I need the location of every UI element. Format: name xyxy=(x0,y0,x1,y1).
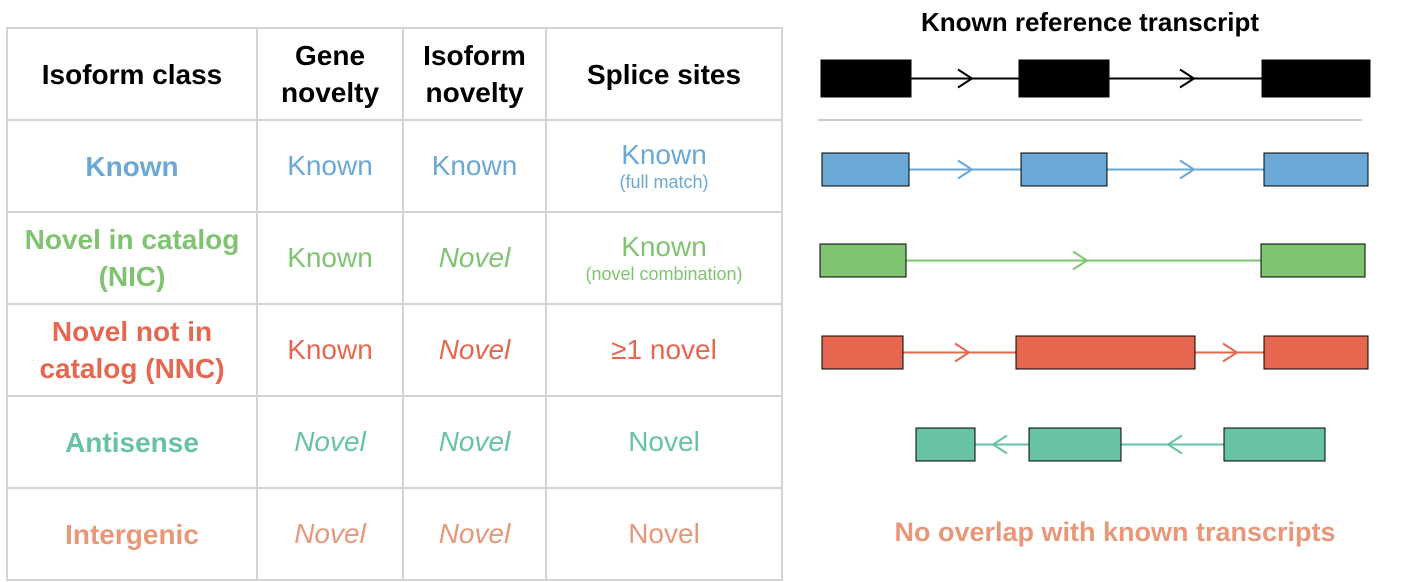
cell-gene-novelty: Novel xyxy=(256,395,404,489)
cell-isoform-novelty-text: Known xyxy=(431,150,518,181)
cell-isoform-class-text: Novel not in catalog (NNC) xyxy=(39,316,225,384)
exon-block xyxy=(1263,152,1369,187)
header-isoform-class: Isoform class xyxy=(6,27,258,121)
strand-arrow xyxy=(957,159,974,180)
cell-gene-novelty: Known xyxy=(256,303,404,397)
transcript-track-reference xyxy=(820,59,1371,98)
transcript-track-nnc xyxy=(821,335,1369,370)
cell-isoform-novelty: Novel xyxy=(402,303,547,397)
table-row-antisense: Antisense Novel Novel Novel xyxy=(6,395,783,489)
table-header-row: Isoform class Gene novelty Isoform novel… xyxy=(6,27,783,121)
header-label: Splice sites xyxy=(586,58,742,90)
strand-arrow xyxy=(1179,68,1196,89)
cell-isoform-class: Intergenic xyxy=(6,487,258,581)
cell-isoform-novelty-text: Novel xyxy=(438,334,511,365)
cell-splice-sites: Known(full match) xyxy=(545,119,783,213)
cell-gene-novelty-text: Known xyxy=(287,334,373,365)
cell-splice-sites-text: Novel xyxy=(628,426,700,457)
cell-gene-novelty: Known xyxy=(256,119,404,213)
strand-arrow xyxy=(957,68,974,89)
cell-splice-sites-text: Known xyxy=(621,139,707,170)
transcript-tracks xyxy=(818,59,1371,462)
exon-block xyxy=(915,427,976,462)
cell-splice-sites-note: (full match) xyxy=(619,172,709,192)
transcript-track-nic xyxy=(819,243,1366,278)
cell-gene-novelty-text: Novel xyxy=(294,518,366,549)
cell-splice-sites-note: (novel combination) xyxy=(585,264,743,284)
strand-arrow xyxy=(1222,342,1239,363)
cell-isoform-novelty-text: Novel xyxy=(438,426,511,457)
header-label: Gene novelty xyxy=(280,40,380,108)
cell-isoform-class-text: Intergenic xyxy=(65,518,199,550)
cell-isoform-novelty-text: Novel xyxy=(438,518,511,549)
cell-gene-novelty-text: Known xyxy=(287,242,373,273)
cell-isoform-novelty: Novel xyxy=(402,395,547,489)
strand-arrow xyxy=(1179,159,1196,180)
cell-gene-novelty: Known xyxy=(256,211,404,305)
exon-block xyxy=(1020,152,1108,187)
isoform-class-table-container: Isoform class Gene novelty Isoform novel… xyxy=(6,27,783,581)
cell-splice-sites: ≥1 novel xyxy=(545,303,783,397)
exon-block xyxy=(821,152,910,187)
cell-isoform-class: Novel not in catalog (NNC) xyxy=(6,303,258,397)
strand-arrow xyxy=(954,342,971,363)
cell-isoform-novelty: Novel xyxy=(402,487,547,581)
cell-splice-sites-text: ≥1 novel xyxy=(611,334,717,365)
cell-splice-sites: Known(novel combination) xyxy=(545,211,783,305)
exon-block xyxy=(1263,335,1369,370)
diagram-title: Known reference transcript xyxy=(921,7,1259,37)
cell-gene-novelty-text: Novel xyxy=(294,426,366,457)
strand-arrow xyxy=(1072,250,1089,271)
header-isoform-novelty: Isoform novelty xyxy=(402,27,547,121)
exon-block xyxy=(1028,427,1122,462)
exon-block xyxy=(1223,427,1326,462)
strand-arrow xyxy=(1166,434,1183,455)
transcript-track-known xyxy=(821,152,1369,187)
cell-isoform-class: Novel in catalog (NIC) xyxy=(6,211,258,305)
intergenic-note: No overlap with known transcripts xyxy=(894,517,1335,547)
exon-block xyxy=(1260,243,1366,278)
cell-isoform-class-text: Novel in catalog (NIC) xyxy=(24,224,240,292)
transcript-track-antisense xyxy=(915,427,1326,462)
cell-isoform-novelty: Novel xyxy=(402,211,547,305)
cell-splice-sites: Novel xyxy=(545,395,783,489)
cell-splice-sites-text: Known xyxy=(621,231,707,262)
header-splice-sites: Splice sites xyxy=(545,27,783,121)
strand-arrow xyxy=(991,434,1008,455)
exon-block xyxy=(1015,335,1196,370)
header-gene-novelty: Gene novelty xyxy=(256,27,404,121)
table-row-nnc: Novel not in catalog (NNC) Known Novel ≥1 n… xyxy=(6,303,783,397)
exon-block xyxy=(1018,59,1110,98)
table-row-intergenic: Intergenic Novel Novel Novel xyxy=(6,487,783,581)
cell-gene-novelty-text: Known xyxy=(287,150,373,181)
cell-isoform-novelty: Known xyxy=(402,119,547,213)
isoform-class-table: Isoform class Gene novelty Isoform novel… xyxy=(6,27,783,581)
header-label: Isoform novelty xyxy=(423,40,526,108)
cell-isoform-class-text: Antisense xyxy=(65,426,199,458)
cell-isoform-class: Known xyxy=(6,119,258,213)
cell-isoform-class: Antisense xyxy=(6,395,258,489)
cell-isoform-class-text: Known xyxy=(85,150,179,182)
cell-isoform-novelty-text: Novel xyxy=(438,242,511,273)
exon-block xyxy=(1261,59,1371,98)
cell-splice-sites-text: Novel xyxy=(628,518,700,549)
header-label: Isoform class xyxy=(41,58,223,90)
cell-gene-novelty: Novel xyxy=(256,487,404,581)
cell-splice-sites: Novel xyxy=(545,487,783,581)
exon-block xyxy=(819,243,907,278)
exon-block xyxy=(820,59,912,98)
exon-block xyxy=(821,335,904,370)
